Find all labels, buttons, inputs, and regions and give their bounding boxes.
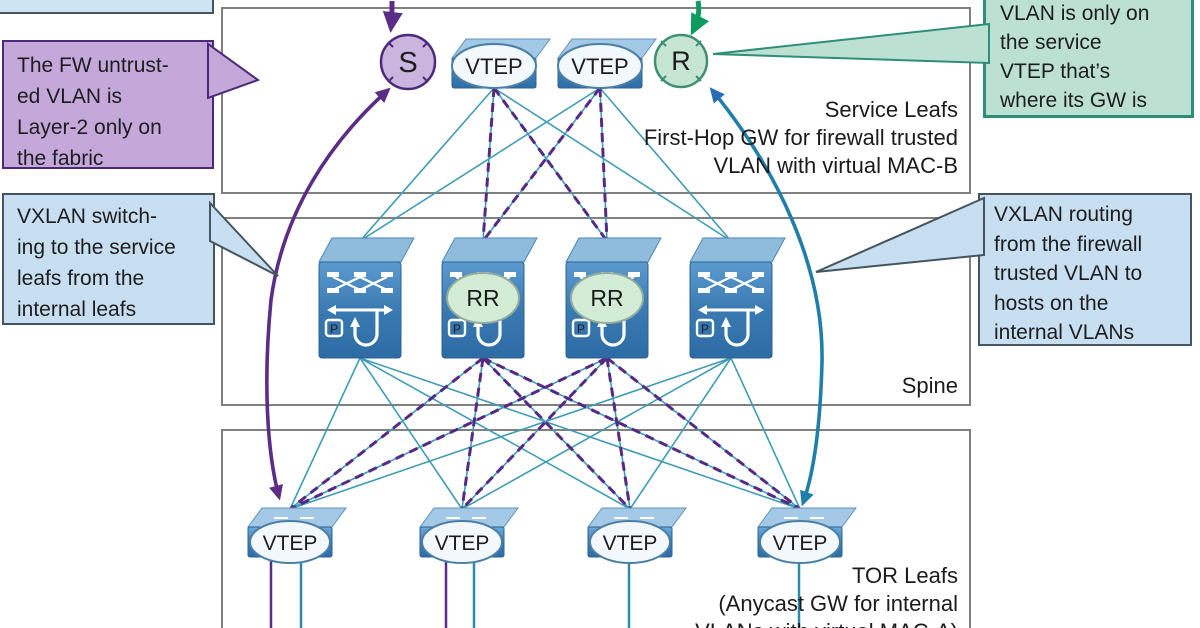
rr-label: RR bbox=[590, 285, 623, 311]
label-line: (Anycast GW for internal bbox=[718, 591, 958, 616]
fabric-link bbox=[629, 357, 732, 510]
service-leafs-box bbox=[221, 7, 971, 194]
callout-trusted-vlan-gw: VLAN is only on the service VTEP that’s … bbox=[983, 0, 1194, 118]
spine-switch-4 bbox=[688, 236, 787, 360]
callout-line: the service bbox=[1000, 31, 1102, 54]
callout-line: from the firewall bbox=[994, 232, 1143, 256]
callout-vxlan-routing: VXLAN routing from the firewall trusted … bbox=[978, 193, 1192, 346]
callout-line: the fabric bbox=[17, 147, 104, 170]
tor-vtep-3: VTEP bbox=[587, 507, 687, 564]
callout-line: internal leafs bbox=[17, 298, 137, 321]
callout-cut-top-left bbox=[0, 0, 214, 14]
label-line: TOR Leafs bbox=[852, 563, 958, 588]
fabric-link bbox=[289, 357, 361, 510]
callout-line: VXLAN switch- bbox=[17, 205, 158, 228]
tor-vtep-1: VTEP bbox=[247, 507, 347, 564]
service-vtep-1: VTEP bbox=[451, 38, 551, 89]
vtep-label: VTEP bbox=[571, 54, 628, 79]
tor-vtep-2: VTEP bbox=[419, 507, 519, 564]
callout-fw-untrusted: The FW untrust- ed VLAN is Layer-2 only … bbox=[2, 40, 214, 170]
callout-line: VLAN is only on bbox=[1000, 2, 1150, 25]
fabric-link bbox=[461, 357, 732, 510]
vxlan-routing-flow-arrow bbox=[709, 87, 824, 507]
s-node-label: S bbox=[398, 47, 417, 79]
spine-label: Spine bbox=[901, 373, 958, 398]
label-line: VLANs with virtual MAC-A) bbox=[695, 618, 958, 628]
service-leafs-label: Service Leafs First-Hop GW for firewall … bbox=[644, 96, 958, 180]
label-line: Service Leafs bbox=[824, 97, 958, 122]
fabric-link bbox=[359, 357, 631, 510]
vxlan-overlay-link bbox=[460, 356, 609, 511]
fabric-link bbox=[359, 87, 601, 242]
vtep-label: VTEP bbox=[263, 532, 318, 555]
vtep-label: VTEP bbox=[603, 532, 658, 555]
callout-line: VXLAN routing bbox=[994, 203, 1133, 226]
vxlan-overlay-link bbox=[492, 87, 609, 242]
vxlan-switching-flow-arrow bbox=[265, 87, 391, 501]
fabric-link bbox=[730, 357, 801, 510]
service-vtep-2: VTEP bbox=[557, 38, 657, 89]
fabric-link bbox=[599, 87, 732, 242]
callout-line: trusted VLAN to bbox=[994, 262, 1143, 285]
route-reflector-2: RR bbox=[570, 272, 644, 324]
callout-line: ing to the service bbox=[17, 236, 176, 259]
tor-leafs-box bbox=[221, 429, 971, 628]
label-line: First-Hop GW for firewall trusted bbox=[643, 125, 958, 150]
callout-line: The FW untrust- bbox=[17, 54, 169, 77]
vxlan-overlay-link bbox=[605, 357, 632, 510]
rr-label: RR bbox=[466, 285, 499, 311]
fw-untrusted-inbound-arrow bbox=[382, 0, 403, 33]
vxlan-overlay-link bbox=[606, 356, 801, 511]
fw-trusted-inbound-arrow bbox=[690, 0, 710, 36]
vxlan-overlay-link bbox=[481, 87, 496, 242]
fabric-link bbox=[359, 357, 801, 510]
vtep-label: VTEP bbox=[465, 54, 522, 79]
fabric-link bbox=[493, 87, 732, 242]
r-node-label: R bbox=[671, 46, 691, 76]
callout-line: internal VLANs bbox=[994, 321, 1135, 344]
vxlan-overlay-link bbox=[481, 87, 602, 242]
callout-line: Layer-2 only on bbox=[17, 116, 162, 139]
fabric-link bbox=[289, 357, 732, 510]
vxlan-overlay-link bbox=[460, 357, 485, 510]
host-links bbox=[269, 558, 801, 628]
vtep-label: VTEP bbox=[435, 532, 490, 555]
vxlan-overlay-link bbox=[598, 87, 609, 242]
r-node: R bbox=[653, 33, 709, 89]
callout-line: ed VLAN is bbox=[17, 85, 123, 108]
route-reflector-1: RR bbox=[446, 272, 520, 324]
vxlan-overlay-link bbox=[481, 356, 632, 511]
vtep-label: VTEP bbox=[773, 532, 828, 555]
callout-vxlan-switching: VXLAN switch- ing to the service leafs f… bbox=[2, 193, 215, 325]
callout-line: VTEP that’s bbox=[1000, 60, 1111, 83]
label-line: VLAN with virtual MAC-B bbox=[713, 153, 958, 178]
callout-line: where its GW is bbox=[1000, 89, 1148, 112]
callout-line: hosts on the bbox=[994, 291, 1109, 315]
s-node: S bbox=[379, 33, 437, 91]
callout-line: leafs from the bbox=[17, 267, 145, 290]
tor-leafs-label: TOR Leafs (Anycast GW for internal VLANs… bbox=[695, 562, 958, 628]
tor-vtep-4: VTEP bbox=[757, 507, 857, 564]
spine-switch-1 bbox=[317, 236, 416, 360]
